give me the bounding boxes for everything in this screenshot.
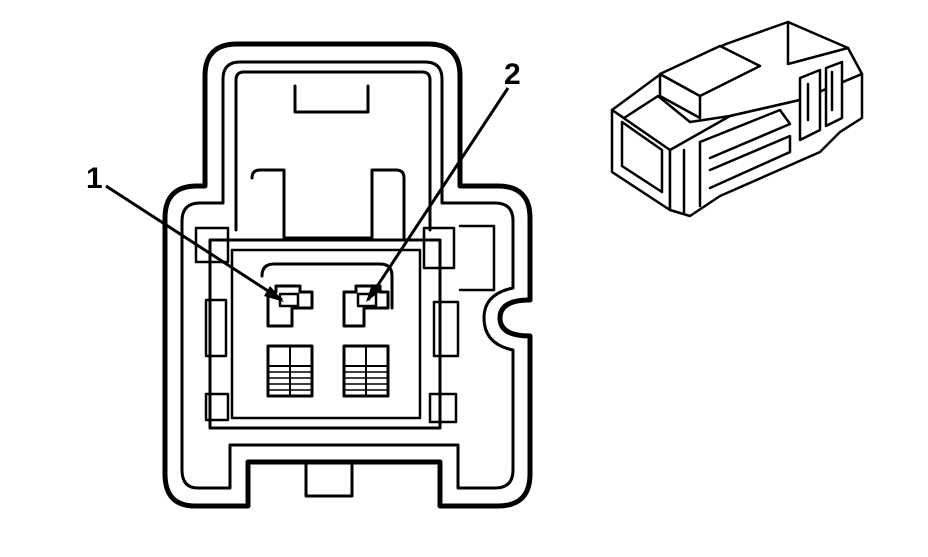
terminal-frame — [260, 262, 394, 310]
terminal-1-socket — [278, 292, 300, 308]
housing-outer-outline — [162, 41, 533, 509]
leader-line-1 — [105, 184, 283, 302]
iso-rear-edge — [786, 20, 850, 66]
right-rib-mid — [432, 300, 460, 358]
right-rib-bottom — [428, 392, 458, 424]
callout-leaders — [105, 87, 510, 302]
latch-notch — [293, 84, 370, 114]
iso-rear-post-2 — [824, 60, 844, 128]
cavity-outline — [208, 238, 442, 430]
latch-channel — [234, 70, 432, 232]
left-rib-mid — [204, 298, 228, 358]
callout-label-2: 2 — [504, 58, 521, 91]
leader-arrow-1 — [264, 286, 284, 302]
cavity-inner — [230, 248, 422, 420]
locking-tab — [250, 168, 406, 240]
right-ear — [458, 224, 496, 292]
left-rib-bottom — [204, 392, 230, 422]
connector-isometric-view — [610, 20, 864, 218]
leader-line-2 — [366, 87, 510, 301]
callout-arrowheads — [264, 284, 382, 302]
callout-label-1: 1 — [86, 162, 103, 195]
lower-cavity-2-hatch — [343, 371, 389, 391]
iso-front-opening — [620, 120, 664, 194]
bottom-key — [304, 460, 354, 498]
terminal-2 — [342, 284, 390, 328]
lower-cavity-1-hatch — [267, 371, 313, 391]
iso-rear-tab — [806, 70, 834, 122]
right-rib-top — [422, 226, 456, 270]
iso-latch-top — [658, 44, 762, 98]
iso-side-rib-2 — [698, 108, 792, 160]
iso-side-rib-1 — [682, 140, 702, 214]
housing-inner-outline — [180, 60, 515, 490]
connector-front-view — [162, 41, 533, 509]
iso-side-rib-3 — [708, 134, 792, 190]
iso-rear-post-1 — [798, 68, 822, 142]
left-rib-top — [194, 226, 230, 264]
terminal-2-socket — [356, 292, 378, 308]
leader-arrow-2 — [366, 284, 382, 302]
